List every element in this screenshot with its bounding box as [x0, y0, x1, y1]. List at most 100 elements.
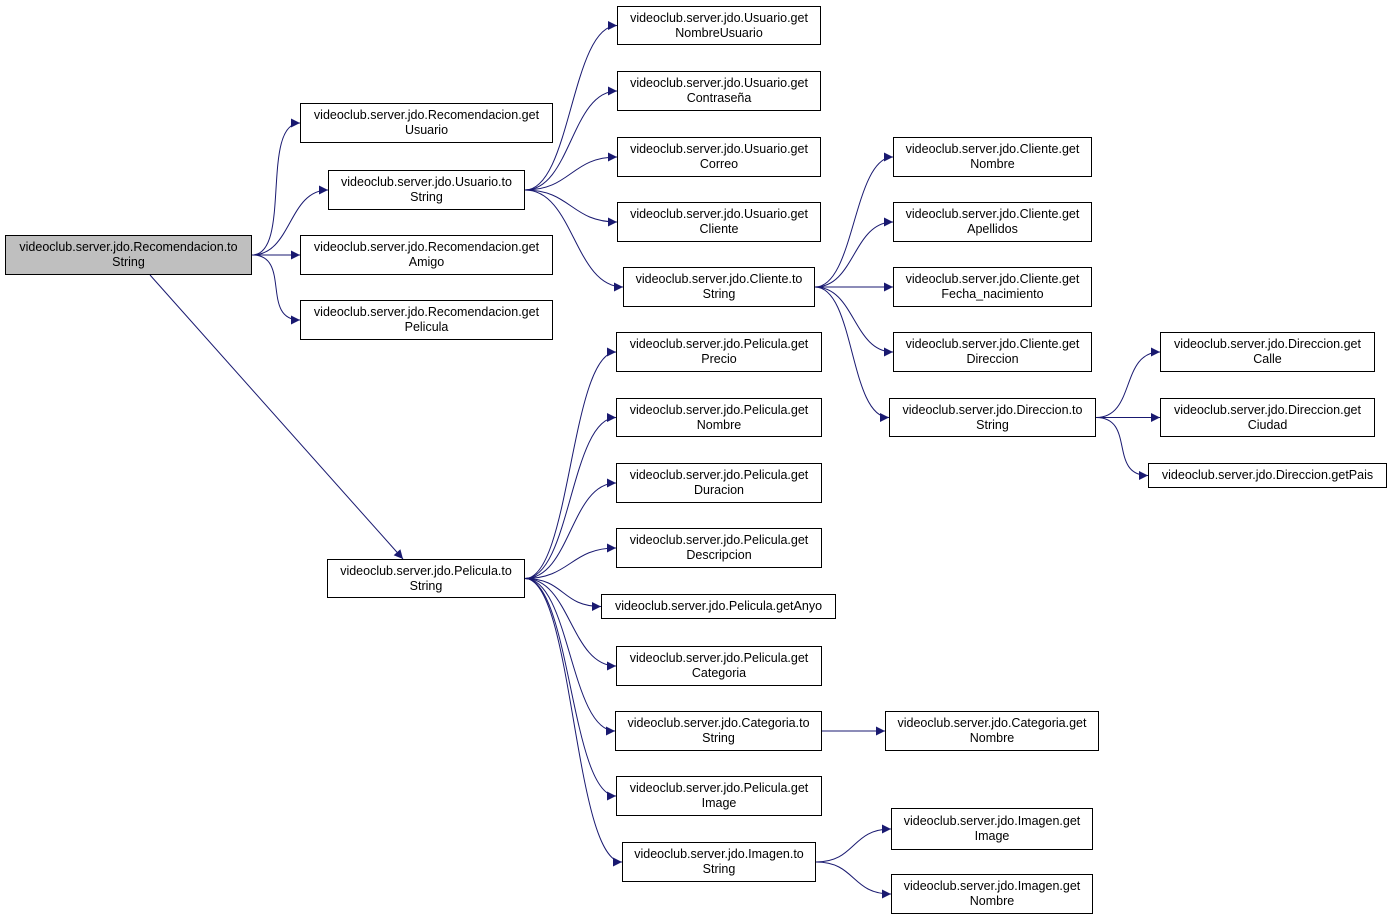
- node-label-line: videoclub.server.jdo.Cliente.get: [905, 207, 1080, 221]
- node-label-line: Correo: [699, 157, 739, 171]
- node-label-line: videoclub.server.jdo.Recomendacion.to: [19, 240, 238, 254]
- edge-img_tostring-to-img_getnombre: [815, 861, 892, 899]
- node-label-line: videoclub.server.jdo.Pelicula.get: [629, 337, 809, 351]
- node-label-line: videoclub.server.jdo.Categoria.get: [897, 716, 1087, 730]
- node-label-line: Nombre: [969, 894, 1015, 908]
- node-label-line: videoclub.server.jdo.Usuario.get: [630, 76, 808, 90]
- node-label-line: videoclub.server.jdo.Cliente.get: [905, 272, 1080, 286]
- node-label-line: String: [702, 862, 736, 876]
- node-label-line: Nombre: [969, 731, 1015, 745]
- node-label-line: videoclub.server.jdo.Direccion.getPais: [1161, 468, 1374, 482]
- edge-pel_tostring-to-pel_getnombre: [524, 413, 617, 579]
- edge-rec_tostring-to-usu_tostring: [251, 185, 329, 256]
- node-label-line: Nombre: [696, 417, 742, 432]
- edge-pel_tostring-to-pel_getdescripcion: [524, 543, 617, 579]
- edge-cli_tostring-to-cli_getdireccion: [814, 286, 894, 357]
- edge-usu_tostring-to-usu_getcorreo: [524, 152, 618, 191]
- edge-cli_tostring-to-cli_getapellidos: [814, 217, 894, 288]
- node-label-line: Contraseña: [686, 91, 752, 105]
- edge-rec_tostring-to-rec_getpelicula: [251, 254, 301, 325]
- node-label-line: videoclub.server.jdo.Pelicula.get: [629, 781, 809, 795]
- node-label-line: videoclub.server.jdo.Categoria.to: [627, 716, 810, 730]
- node-label-line: String: [702, 731, 735, 745]
- node-label-line: videoclub.server.jdo.Cliente.get: [905, 337, 1080, 351]
- node-label-line: videoclub.server.jdo.Usuario.get: [630, 10, 808, 25]
- node-label-line: videoclub.server.jdo.Pelicula.get: [629, 533, 809, 547]
- node-label-line: Image: [701, 796, 737, 810]
- edge-img_tostring-to-img_getimage: [815, 824, 892, 863]
- node-label-line: String: [409, 578, 443, 593]
- node-dir-getpais[interactable]: videoclub.server.jdo.Direccion.getPais: [1148, 463, 1387, 488]
- edge-rec_tostring-to-pel_tostring: [149, 274, 404, 560]
- edge-pel_tostring-to-pel_getcategoria: [524, 578, 617, 671]
- node-label-line: Precio: [701, 352, 737, 366]
- edge-usu_tostring-to-usu_getpass: [524, 86, 618, 191]
- node-label-line: String: [410, 190, 443, 204]
- node-label-line: videoclub.server.jdo.Pelicula.getAnyo: [614, 599, 823, 613]
- edge-pel_tostring-to-pel_getduracion: [524, 478, 617, 579]
- edge-dir_tostring-to-dir_getpais: [1095, 417, 1149, 480]
- node-label-line: Categoria: [691, 666, 747, 680]
- edge-pel_tostring-to-pel_getimage: [524, 578, 617, 801]
- node-label-line: videoclub.server.jdo.Imagen.get: [903, 814, 1081, 828]
- node-label-line: videoclub.server.jdo.Direccion.get: [1174, 337, 1361, 351]
- node-label-line: Calle: [1253, 352, 1282, 366]
- node-label-line: videoclub.server.jdo.Pelicula.get: [629, 468, 809, 482]
- node-label-line: videoclub.server.jdo.Usuario.to: [341, 175, 512, 189]
- node-label-line: Nombre: [970, 157, 1015, 171]
- edge-pel_tostring-to-pel_getanyo: [524, 578, 602, 611]
- edge-usu_tostring-to-cli_tostring: [524, 189, 624, 292]
- edge-usu_tostring-to-usu_getnombre: [524, 21, 618, 191]
- node-label-line: Cliente: [699, 222, 739, 236]
- edge-rec_tostring-to-rec_getusuario: [251, 118, 301, 256]
- node-label-line: videoclub.server.jdo.Direccion.to: [902, 402, 1083, 417]
- node-label-line: videoclub.server.jdo.Pelicula.to: [340, 563, 512, 578]
- edge-cli_tostring-to-cli_getnombre: [814, 152, 894, 288]
- node-label-line: videoclub.server.jdo.Usuario.get: [630, 142, 808, 156]
- edge-pel_tostring-to-pel_getprecio: [524, 347, 617, 579]
- node-label-line: videoclub.server.jdo.Usuario.get: [630, 207, 808, 221]
- edge-pel_tostring-to-img_tostring: [524, 578, 623, 867]
- node-label-line: videoclub.server.jdo.Cliente.to: [635, 272, 803, 286]
- node-label-line: Image: [974, 829, 1010, 843]
- node-label-line: Ciudad: [1247, 417, 1288, 432]
- node-label-line: Pelicula: [404, 320, 449, 334]
- node-label-line: String: [702, 287, 736, 301]
- node-label-line: videoclub.server.jdo.Recomendacion.get: [313, 108, 540, 122]
- node-label-line: Amigo: [408, 255, 445, 269]
- node-pel-getanyo[interactable]: videoclub.server.jdo.Pelicula.getAnyo: [601, 594, 836, 619]
- node-label-line: String: [112, 255, 145, 269]
- node-label-line: videoclub.server.jdo.Direccion.get: [1174, 402, 1361, 417]
- node-label-line: videoclub.server.jdo.Imagen.get: [903, 879, 1081, 893]
